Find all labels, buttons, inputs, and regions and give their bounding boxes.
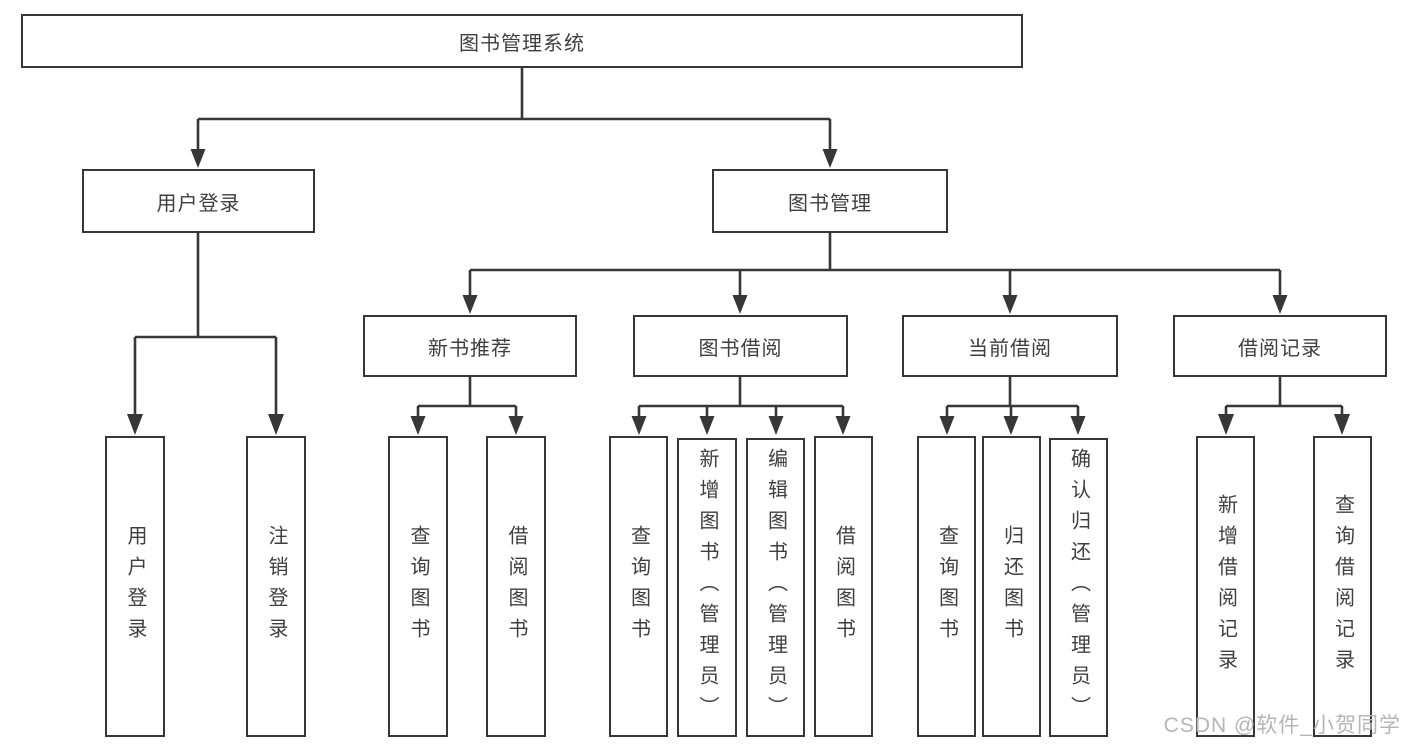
- leaf-borrow-add-books-admin-label: 新增图书（管理员）: [696, 448, 718, 727]
- node-book-management: 图书管理: [712, 169, 948, 233]
- leaf-user-login-label: 用户登录: [124, 524, 146, 649]
- leaf-records-query-record: 查询借阅记录: [1313, 436, 1372, 737]
- watermark: CSDN @软件_小贺同学: [1163, 714, 1401, 737]
- leaf-newrec-query-books-label: 查询图书: [407, 524, 429, 649]
- leaf-borrow-query-books: 查询图书: [609, 436, 668, 737]
- leaf-records-query-record-label: 查询借阅记录: [1331, 493, 1354, 680]
- node-library-system: 图书管理系统: [21, 14, 1023, 68]
- leaf-current-query-books-label: 查询图书: [935, 524, 958, 649]
- leaf-borrow-edit-books-admin-label: 编辑图书（管理员）: [764, 448, 787, 727]
- leaf-borrow-query-books-label: 查询图书: [627, 524, 650, 649]
- connector-segments: [133, 68, 1344, 418]
- leaf-records-add-record: 新增借阅记录: [1196, 436, 1255, 737]
- node-book-management-label: 图书管理: [788, 192, 872, 215]
- node-current-borrowing: 当前借阅: [902, 315, 1118, 377]
- leaf-current-query-books: 查询图书: [917, 436, 976, 737]
- node-borrowing-records: 借阅记录: [1173, 315, 1387, 377]
- leaf-logout: 注销登录: [246, 436, 306, 737]
- leaf-current-confirm-return-admin-label: 确认归还（管理员）: [1067, 448, 1090, 727]
- leaf-borrow-borrow-books-label: 借阅图书: [832, 524, 855, 649]
- leaf-borrow-add-books-admin: 新增图书（管理员）: [677, 438, 737, 737]
- node-user-login-label: 用户登录: [156, 192, 241, 215]
- leaf-newrec-borrow-books: 借阅图书: [486, 436, 546, 737]
- leaf-user-login: 用户登录: [105, 436, 165, 737]
- node-borrowing-records-label: 借阅记录: [1238, 337, 1322, 360]
- leaf-current-return-books-label: 归还图书: [1000, 524, 1023, 649]
- leaf-current-return-books: 归还图书: [982, 436, 1041, 737]
- leaf-newrec-query-books: 查询图书: [388, 436, 448, 737]
- leaf-borrow-edit-books-admin: 编辑图书（管理员）: [746, 438, 805, 737]
- node-library-system-label: 图书管理系统: [459, 32, 585, 55]
- leaf-current-confirm-return-admin: 确认归还（管理员）: [1049, 438, 1108, 737]
- node-current-borrowing-label: 当前借阅: [968, 337, 1052, 360]
- node-new-book-recommendation: 新书推荐: [363, 315, 577, 377]
- leaf-logout-label: 注销登录: [265, 524, 287, 649]
- leaf-records-add-record-label: 新增借阅记录: [1214, 493, 1237, 680]
- node-book-borrowing: 图书借阅: [633, 315, 848, 377]
- node-book-borrowing-label: 图书借阅: [698, 337, 783, 360]
- leaf-newrec-borrow-books-label: 借阅图书: [505, 524, 527, 649]
- node-user-login: 用户登录: [82, 169, 315, 233]
- leaf-borrow-borrow-books: 借阅图书: [814, 436, 873, 737]
- node-new-book-recommendation-label: 新书推荐: [428, 337, 512, 360]
